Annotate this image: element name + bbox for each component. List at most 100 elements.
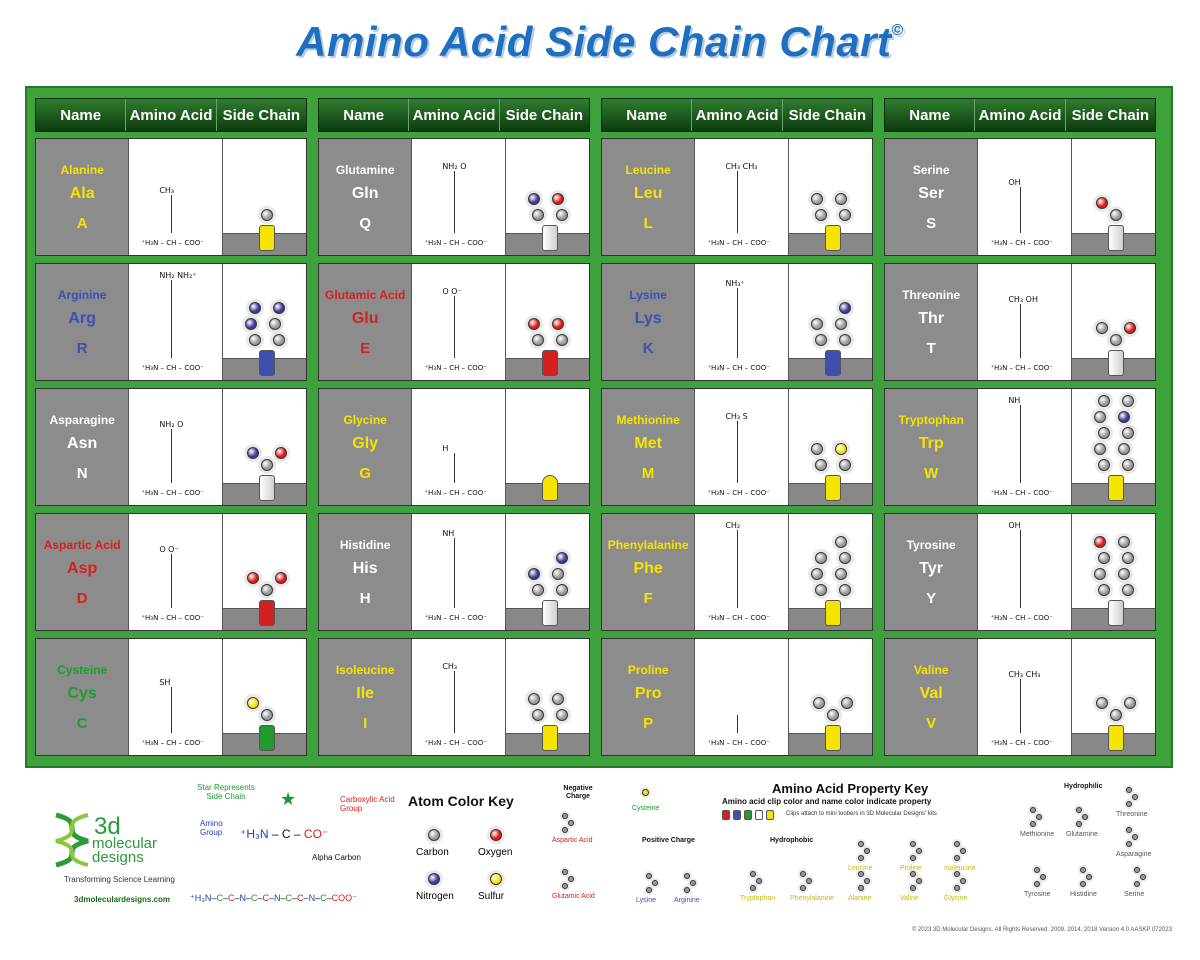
atom-ball-gray [834, 568, 847, 580]
structure-cell: ⁺H₃N – CH – COO⁻ [695, 639, 789, 755]
company-url[interactable]: 3dmoleculardesigns.com [74, 895, 171, 904]
mini-model-ball [1140, 874, 1146, 880]
star-label: Star Represents Side Chain [197, 783, 255, 801]
side-chain-formula: NH [442, 529, 455, 538]
negative-charge-title: Negative Charge [563, 785, 593, 800]
mini-model-ball [910, 841, 916, 847]
three-letter-code: Phe [633, 559, 663, 577]
hydrophobic-title: Hydrophobic [770, 837, 814, 844]
clip-negative [258, 600, 275, 626]
mini-model-ball [652, 880, 658, 886]
mini-model-ball [858, 855, 864, 861]
backbone-formula: ⁺H₃N – CH – COO⁻ [141, 489, 204, 497]
atom-ball-blue [555, 552, 568, 564]
three-letter-code: Ser [918, 184, 945, 202]
backbone-formula: ⁺H₃N – CH – COO⁻ [707, 614, 770, 622]
clip-hydrophobic [824, 475, 841, 501]
three-letter-code: Lys [634, 309, 662, 327]
logo-3d: 3d [94, 813, 121, 840]
key-item-label: Leucine [848, 865, 873, 872]
atom-ball-gray [268, 318, 281, 330]
chain-bond [737, 715, 739, 733]
atom-ball-gray [248, 334, 261, 346]
atom-ball-gray [810, 443, 823, 455]
mini-model-ball [1082, 814, 1088, 820]
mini-model-ball [954, 855, 960, 861]
clip-hydrophobic [824, 225, 841, 251]
mini-model-ball [562, 883, 568, 889]
amino-acid-name: Arginine [57, 287, 107, 302]
three-letter-code: Val [919, 684, 943, 702]
carboxylic-label: Carboxylic Acid Group [340, 795, 395, 813]
atom-ball-gray [834, 536, 847, 548]
three-letter-code: Arg [68, 309, 96, 327]
atom-ball-gray [1109, 209, 1122, 221]
side-chain-formula: NH [1008, 396, 1021, 405]
atom-ball-gray [1095, 322, 1108, 334]
side-chain-formula: SH [159, 678, 171, 687]
atom-key-title: Atom Color Key [408, 793, 514, 809]
sulfur-atom-icon [490, 873, 502, 885]
atom-ball-gray [1093, 443, 1106, 455]
amino-acid-name: Histidine [339, 537, 391, 552]
atom-ball-gray [1123, 697, 1136, 709]
mini-model-ball [1086, 874, 1092, 880]
key-item-label: Tryptophan [740, 895, 776, 902]
chain-bond [454, 538, 456, 608]
chain-bond [454, 171, 456, 233]
amino-acid-name: Lysine [629, 287, 667, 302]
backbone-formula: ⁺H₃N – CH – COO⁻ [141, 614, 204, 622]
clip-cysteine [258, 725, 275, 751]
atom-ball-gray [531, 709, 544, 721]
mini-model-ball [756, 878, 762, 884]
three-letter-code: Tyr [919, 559, 944, 577]
clip-swatches [722, 810, 774, 820]
backbone-formula: ⁺H₃N – CH – COO⁻ [424, 489, 487, 497]
atom-ball-red [527, 318, 540, 330]
clip-hydrophilic [1107, 350, 1124, 376]
three-letter-code: Gly [352, 434, 379, 452]
key-item-label: Proline [900, 865, 922, 872]
backbone-formula: ⁺H₃N – CH – COO⁻ [990, 614, 1053, 622]
three-letter-code: Asp [67, 559, 98, 577]
mini-model-ball [1076, 807, 1082, 813]
header-amino-acid: Amino Acid [692, 99, 783, 131]
atom-ball-gray [1121, 584, 1134, 596]
atom-ball-gray [1093, 411, 1106, 423]
one-letter-code: G [359, 464, 371, 482]
backbone-formula: ⁺H₃N – CH – COO⁻ [424, 739, 487, 747]
side-chain-formula: OH [1008, 178, 1021, 187]
side-chain-model [222, 639, 306, 755]
side-chain-model [1071, 514, 1155, 630]
mini-model-ball [806, 878, 812, 884]
key-item-label: Tyrosine [1024, 891, 1051, 898]
side-chain-model [505, 389, 589, 505]
side-chain-formula: CH₃ CH₃ [1008, 670, 1041, 679]
atom-ball-gray [1121, 459, 1134, 471]
amino-acid-name: Aspartic Acid [43, 537, 121, 552]
three-letter-code: Met [634, 434, 662, 452]
side-chain-model [222, 389, 306, 505]
one-letter-code: M [641, 464, 655, 482]
mini-model-ball [1126, 787, 1132, 793]
atom-ball-gray [260, 584, 273, 596]
side-chain-formula: CH₃ [442, 662, 458, 671]
key-item-label: Valine [900, 895, 919, 902]
cysteine-key-ball [642, 789, 649, 796]
atom-ball-blue [838, 302, 851, 314]
atom-ball-gray [260, 709, 273, 721]
atom-ball-gray [555, 584, 568, 596]
mini-model-ball [800, 885, 806, 891]
atom-ball-gray [1097, 427, 1110, 439]
